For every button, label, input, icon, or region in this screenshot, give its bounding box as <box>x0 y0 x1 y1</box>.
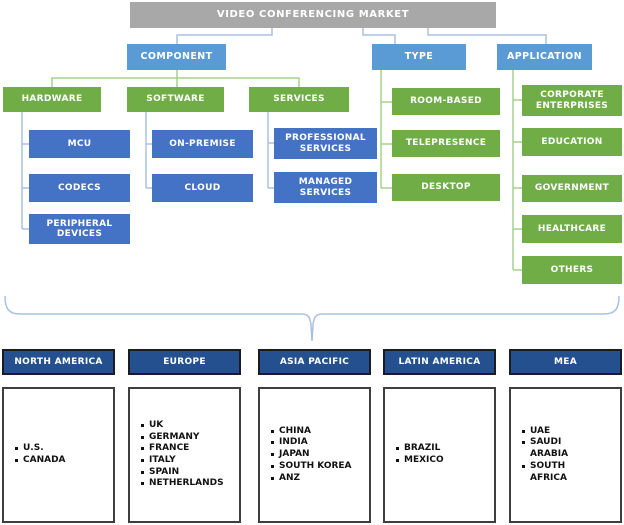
country-item: SPAIN <box>141 467 235 479</box>
region-header-europe: EUROPE <box>128 349 241 375</box>
bullet-icon <box>15 447 18 451</box>
region-list-europe: UK GERMANY FRANCE ITALY SPAIN NETHERLAND… <box>128 387 241 523</box>
node-software: SOFTWARE <box>127 87 224 112</box>
region-list-latin-america: BRAZIL MEXICO <box>383 387 496 523</box>
country-item: CHINA <box>271 426 365 438</box>
node-others: OTHERS <box>522 256 622 284</box>
node-codecs: CODECS <box>29 174 130 202</box>
country-item: JAPAN <box>271 449 365 461</box>
region-list-asia-pacific: CHINA INDIA JAPAN SOUTH KOREA ANZ <box>258 387 371 523</box>
country-item: U.S. <box>15 443 109 455</box>
country-item: NETHERLANDS <box>141 478 235 490</box>
node-hardware: HARDWARE <box>3 87 101 112</box>
node-services: SERVICES <box>249 87 349 112</box>
node-telepresence: TELEPRESENCE <box>392 130 500 157</box>
node-government: GOVERNMENT <box>522 175 622 202</box>
node-healthcare: HEALTHCARE <box>522 215 622 243</box>
country-item: INDIA <box>271 437 365 449</box>
region-list-mea: UAE SAUDI ARABIA SOUTH AFRICA <box>509 387 622 523</box>
country-item: ITALY <box>141 455 235 467</box>
bullet-icon <box>271 429 274 433</box>
country-item: SOUTH KOREA <box>271 461 365 473</box>
bullet-icon <box>271 453 274 457</box>
connector-application-children <box>512 70 522 271</box>
region-header-asia-pacific: ASIA PACIFIC <box>258 349 371 375</box>
bullet-icon <box>141 470 144 474</box>
connector-root-type <box>362 28 396 44</box>
node-video-conferencing-market: VIDEO CONFERENCING MARKET <box>130 2 496 28</box>
bullet-icon <box>522 441 525 445</box>
brace <box>4 295 620 342</box>
country-item: UK <box>141 420 235 432</box>
bullet-icon <box>396 459 399 462</box>
region-header-latin-america: LATIN AMERICA <box>383 349 496 375</box>
connector-root-application <box>427 28 547 44</box>
bullet-icon <box>271 441 274 445</box>
bullet-icon <box>141 447 144 451</box>
bullet-icon <box>271 464 274 468</box>
country-item: GERMANY <box>141 432 235 444</box>
region-header-north-america: NORTH AMERICA <box>2 349 115 375</box>
node-managed-services: MANAGED SERVICES <box>274 172 377 203</box>
connector-software-children <box>145 112 152 189</box>
bullet-icon <box>141 423 144 427</box>
node-component: COMPONENT <box>127 44 226 70</box>
node-cloud: CLOUD <box>152 174 253 202</box>
bullet-icon <box>522 429 525 433</box>
connector-component-children <box>51 70 300 87</box>
country-item: UAE <box>522 426 616 438</box>
country-item: CANADA <box>15 455 109 467</box>
bullet-icon <box>141 482 144 486</box>
node-type: TYPE <box>372 44 466 70</box>
node-corporate-enterprises: CORPORATE ENTERPRISES <box>522 85 622 116</box>
node-professional-services: PROFESSIONAL SERVICES <box>274 128 377 159</box>
node-application: APPLICATION <box>497 44 592 70</box>
region-header-mea: MEA <box>509 349 622 375</box>
bullet-icon <box>271 476 274 480</box>
bullet-icon <box>396 447 399 451</box>
connector-root-component <box>176 28 273 44</box>
bullet-icon <box>141 435 144 439</box>
bullet-icon <box>522 464 525 468</box>
connector-type-children <box>380 70 392 189</box>
bullet-icon <box>141 459 144 462</box>
country-item: BRAZIL <box>396 443 490 455</box>
country-item: ANZ <box>271 473 365 485</box>
country-item: SOUTH AFRICA <box>522 461 616 484</box>
bullet-icon <box>15 459 18 462</box>
node-education: EDUCATION <box>522 128 622 156</box>
region-list-north-america: U.S. CANADA <box>2 387 115 523</box>
connector-hardware-children <box>21 112 29 230</box>
node-mcu: MCU <box>29 130 130 158</box>
country-item: FRANCE <box>141 443 235 455</box>
node-room-based: ROOM-BASED <box>392 88 500 115</box>
node-peripheral-devices: PERIPHERAL DEVICES <box>29 214 130 244</box>
node-desktop: DESKTOP <box>392 174 500 201</box>
connector-services-children <box>267 112 274 189</box>
country-item: MEXICO <box>396 455 490 467</box>
country-item: SAUDI ARABIA <box>522 437 616 460</box>
node-on-premise: ON-PREMISE <box>152 130 253 158</box>
